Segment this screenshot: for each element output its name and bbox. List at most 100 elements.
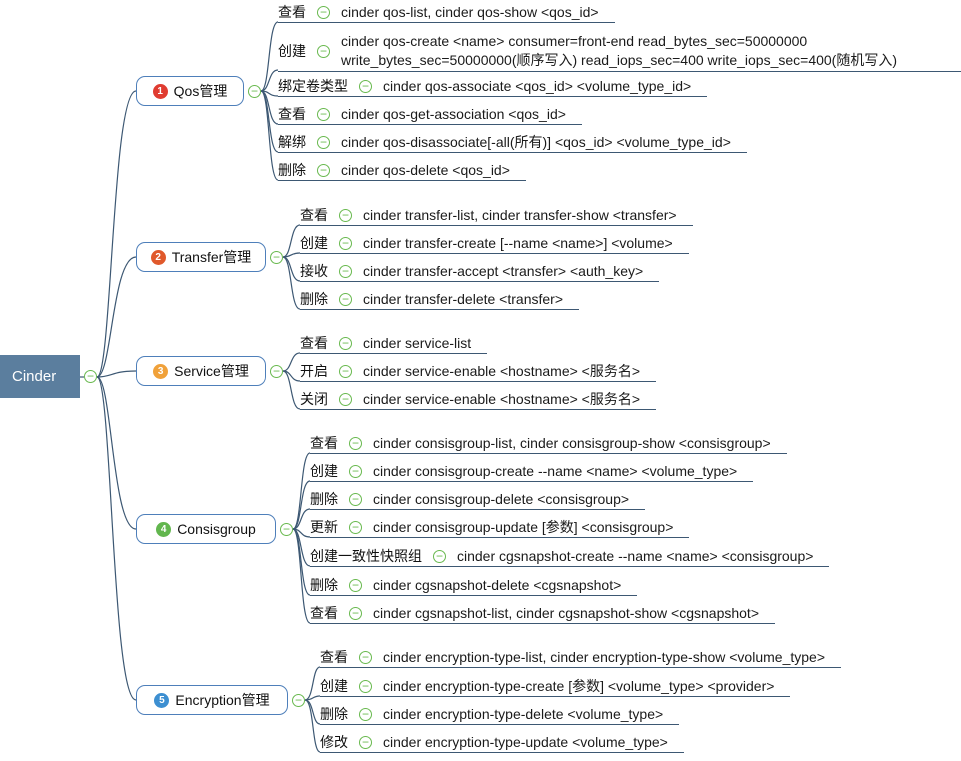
- collapse-icon[interactable]: −: [248, 84, 261, 98]
- collapse-icon[interactable]: −: [359, 650, 372, 664]
- collapse-icon[interactable]: −: [270, 250, 283, 264]
- branch-node-qos[interactable]: 1 Qos管理 −: [136, 76, 261, 106]
- mindmap-item[interactable]: 查看 − cinder cgsnapshot-list, cinder cgsn…: [310, 603, 775, 624]
- item-label: 关闭: [300, 391, 328, 407]
- mindmap-item[interactable]: 创建 − cinder qos-create <name> consumer=f…: [278, 31, 961, 72]
- collapse-icon[interactable]: −: [433, 549, 446, 563]
- mindmap-item[interactable]: 删除 − cinder cgsnapshot-delete <cgsnapsho…: [310, 575, 638, 596]
- collapse-icon[interactable]: −: [349, 492, 362, 506]
- mindmap-item[interactable]: 绑定卷类型 − cinder qos-associate <qos_id> <v…: [278, 76, 708, 97]
- mindmap-item[interactable]: 删除 − cinder encryption-type-delete <volu…: [320, 704, 680, 725]
- root-node[interactable]: Cinder −: [0, 355, 97, 398]
- item-label: 删除: [278, 162, 306, 178]
- collapse-icon[interactable]: −: [349, 464, 362, 478]
- collapse-icon[interactable]: −: [359, 79, 372, 93]
- branch-box[interactable]: 3 Service管理: [136, 356, 266, 386]
- branch-number-badge: 2: [150, 249, 166, 265]
- branch-label: Qos管理: [173, 83, 228, 99]
- collapse-icon[interactable]: −: [84, 370, 97, 383]
- item-command: cinder consisgroup-update [参数] <consisgr…: [373, 519, 674, 535]
- branch-label: Transfer管理: [171, 249, 252, 265]
- item-command: cinder transfer-create [--name <name>] <…: [363, 235, 673, 251]
- collapse-icon[interactable]: −: [359, 679, 372, 693]
- mindmap-item[interactable]: 创建一致性快照组 − cinder cgsnapshot-create --na…: [310, 546, 830, 567]
- branch-box[interactable]: 1 Qos管理: [136, 76, 244, 106]
- collapse-icon[interactable]: −: [339, 264, 352, 278]
- collapse-icon[interactable]: −: [317, 107, 330, 121]
- collapse-icon[interactable]: −: [292, 693, 305, 707]
- collapse-icon[interactable]: −: [339, 364, 352, 378]
- collapse-icon[interactable]: −: [339, 392, 352, 406]
- mindmap-item[interactable]: 删除 − cinder qos-delete <qos_id>: [278, 160, 526, 181]
- mindmap-item[interactable]: 创建 − cinder consisgroup-create --name <n…: [310, 461, 754, 482]
- collapse-icon[interactable]: −: [339, 336, 352, 350]
- collapse-icon[interactable]: −: [339, 208, 352, 222]
- collapse-icon[interactable]: −: [317, 163, 330, 177]
- mindmap-item[interactable]: 删除 − cinder consisgroup-delete <consisgr…: [310, 489, 646, 510]
- mindmap-item[interactable]: 删除 − cinder transfer-delete <transfer>: [300, 289, 579, 310]
- item-label: 查看: [278, 106, 306, 122]
- item-label: 查看: [320, 649, 348, 665]
- item-command: cinder qos-create <name> consumer=front-…: [341, 33, 898, 68]
- item-label: 删除: [320, 706, 348, 722]
- collapse-icon[interactable]: −: [349, 436, 362, 450]
- branch-box[interactable]: 2 Transfer管理: [136, 242, 266, 272]
- mindmap-item[interactable]: 修改 − cinder encryption-type-update <volu…: [320, 732, 684, 753]
- collapse-icon[interactable]: −: [317, 135, 330, 149]
- collapse-icon[interactable]: −: [349, 606, 362, 620]
- collapse-icon[interactable]: −: [339, 236, 352, 250]
- item-command: cinder cgsnapshot-delete <cgsnapshot>: [373, 577, 622, 593]
- mindmap-item[interactable]: 创建 − cinder transfer-create [--name <nam…: [300, 233, 689, 254]
- mindmap-item[interactable]: 创建 − cinder encryption-type-create [参数] …: [320, 676, 791, 697]
- item-label: 更新: [310, 519, 338, 535]
- branch-box[interactable]: 5 Encryption管理: [136, 685, 288, 715]
- mindmap-item[interactable]: 开启 − cinder service-enable <hostname> <服…: [300, 361, 657, 382]
- collapse-icon[interactable]: −: [270, 364, 283, 378]
- item-label: 解绑: [278, 134, 306, 150]
- item-label: 绑定卷类型: [278, 78, 348, 94]
- mindmap-item[interactable]: 查看 − cinder encryption-type-list, cinder…: [320, 647, 841, 668]
- item-label: 查看: [278, 4, 306, 20]
- branch-number-badge: 4: [156, 521, 172, 537]
- collapse-icon[interactable]: −: [317, 44, 330, 58]
- mindmap-item[interactable]: 关闭 − cinder service-enable <hostname> <服…: [300, 389, 657, 410]
- branch-node-service[interactable]: 3 Service管理 −: [136, 356, 283, 386]
- mindmap-item[interactable]: 查看 − cinder service-list: [300, 333, 488, 354]
- mindmap-item[interactable]: 查看 − cinder qos-list, cinder qos-show <q…: [278, 2, 615, 23]
- mindmap-item[interactable]: 查看 − cinder consisgroup-list, cinder con…: [310, 433, 787, 454]
- item-command: cinder service-enable <hostname> <服务名>: [363, 363, 641, 379]
- mindmap-item[interactable]: 查看 − cinder transfer-list, cinder transf…: [300, 205, 693, 226]
- item-label: 查看: [310, 605, 338, 621]
- item-command: cinder encryption-type-update <volume_ty…: [383, 734, 668, 750]
- item-command: cinder qos-get-association <qos_id>: [341, 106, 566, 122]
- branch-node-transfer[interactable]: 2 Transfer管理 −: [136, 242, 283, 272]
- branch-number-badge: 5: [154, 692, 170, 708]
- branch-node-encryption[interactable]: 5 Encryption管理 −: [136, 685, 305, 715]
- mindmap-item[interactable]: 解绑 − cinder qos-disassociate[-all(所有)] <…: [278, 132, 747, 153]
- item-command: cinder qos-disassociate[-all(所有)] <qos_i…: [341, 134, 731, 150]
- branch-node-consisgroup[interactable]: 4 Consisgroup −: [136, 514, 293, 544]
- branch-box[interactable]: 4 Consisgroup: [136, 514, 276, 544]
- mindmap-item[interactable]: 更新 − cinder consisgroup-update [参数] <con…: [310, 517, 690, 538]
- item-command: cinder transfer-accept <transfer> <auth_…: [363, 263, 644, 279]
- root-box[interactable]: Cinder: [0, 355, 80, 398]
- item-label: 接收: [300, 263, 328, 279]
- collapse-icon[interactable]: −: [349, 578, 362, 592]
- root-label: Cinder: [12, 368, 57, 385]
- branch-label: Service管理: [174, 363, 249, 379]
- collapse-icon[interactable]: −: [349, 520, 362, 534]
- item-label: 删除: [300, 291, 328, 307]
- item-label: 删除: [310, 577, 338, 593]
- collapse-icon[interactable]: −: [359, 707, 372, 721]
- collapse-icon[interactable]: −: [317, 5, 330, 19]
- item-command: cinder qos-associate <qos_id> <volume_ty…: [383, 78, 692, 94]
- item-label: 查看: [300, 335, 328, 351]
- item-label: 开启: [300, 363, 328, 379]
- item-command: cinder transfer-delete <transfer>: [363, 291, 563, 307]
- mindmap-item[interactable]: 接收 − cinder transfer-accept <transfer> <…: [300, 261, 660, 282]
- collapse-icon[interactable]: −: [359, 735, 372, 749]
- item-command: cinder service-enable <hostname> <服务名>: [363, 391, 641, 407]
- mindmap-item[interactable]: 查看 − cinder qos-get-association <qos_id>: [278, 104, 582, 125]
- collapse-icon[interactable]: −: [280, 522, 293, 536]
- collapse-icon[interactable]: −: [339, 292, 352, 306]
